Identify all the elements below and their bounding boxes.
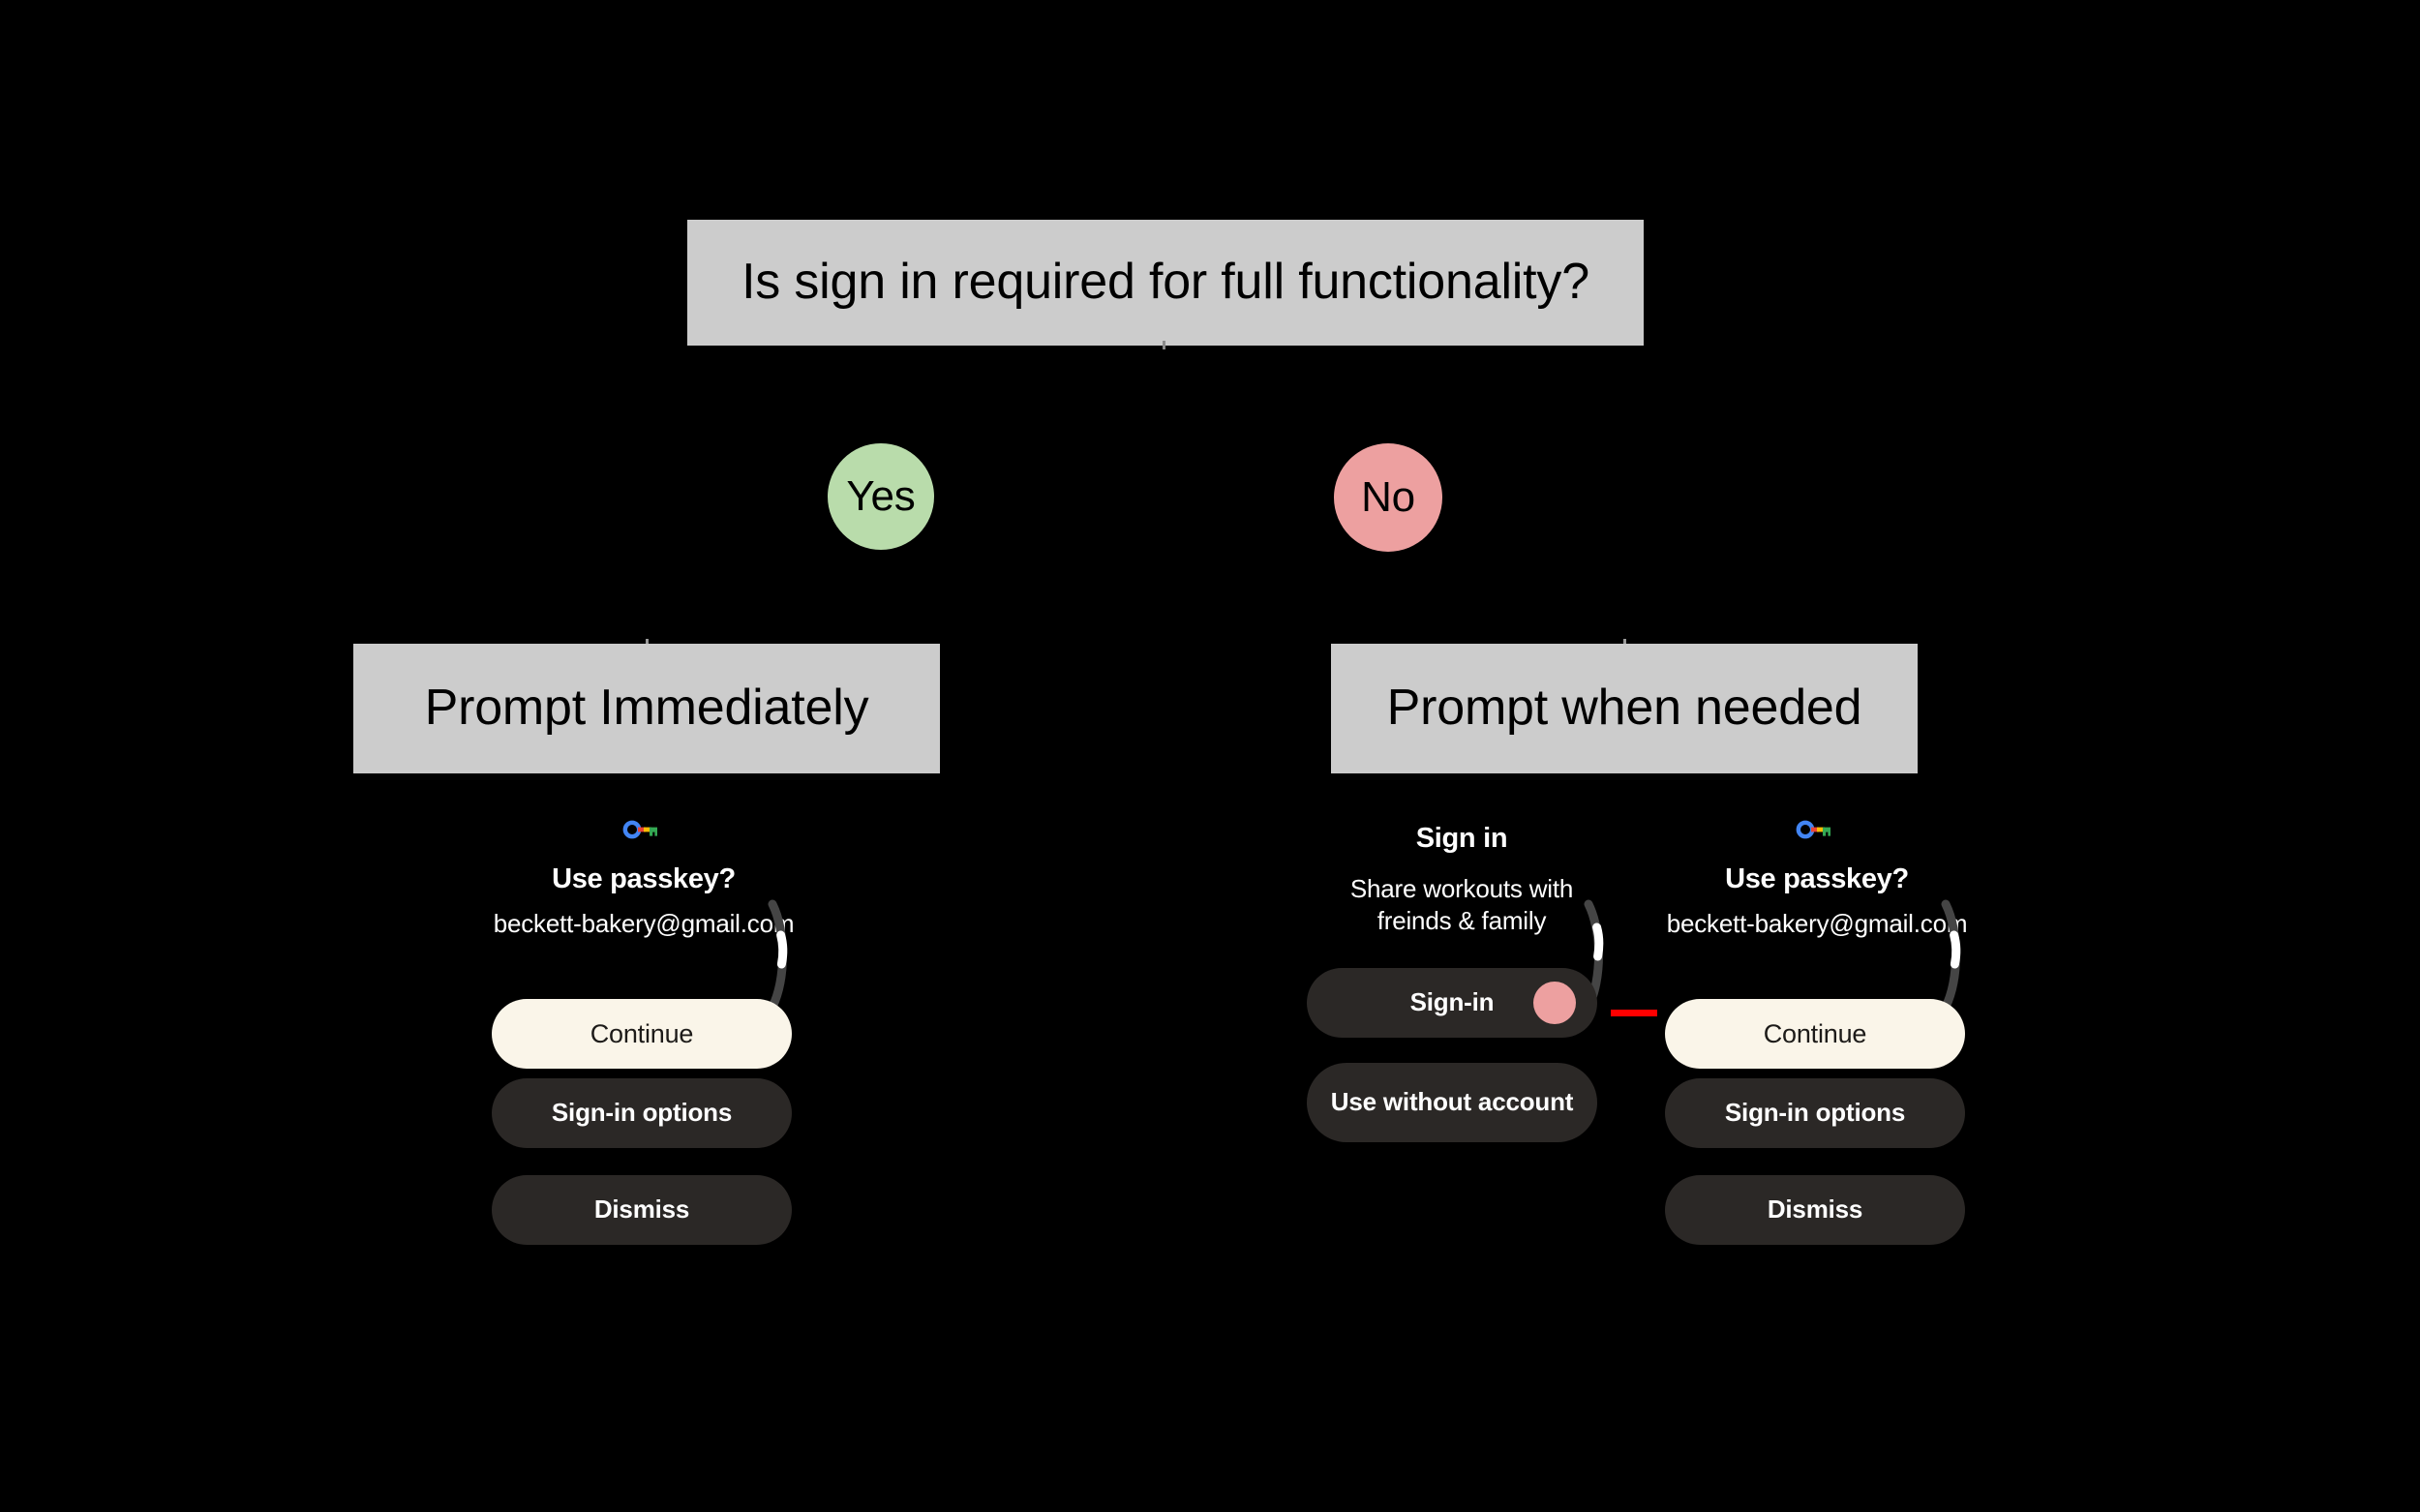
mockup-right-continue-button[interactable]: Continue [1665, 999, 1965, 1069]
mockup-right-account-text: beckett-bakery@gmail.com [1666, 909, 1968, 938]
mockup-mid-signin-label: Sign-in [1409, 987, 1495, 1017]
mockup-right-title: Use passkey? [1657, 863, 1977, 895]
decision-box-root: Is sign in required for full functionali… [687, 220, 1644, 346]
outcome-box-right-label: Prompt when needed [1386, 680, 1862, 737]
mockup-mid-signin: Sign in Share workouts with freinds & fa… [1307, 813, 1617, 1278]
mockup-left-title-text: Use passkey? [552, 863, 736, 894]
mockup-mid-signin-button[interactable]: Sign-in [1307, 968, 1597, 1038]
mockup-mid-title: Sign in [1307, 823, 1617, 855]
connector-root-to-yes [1163, 341, 1165, 349]
mockup-mid-subtitle-text: Share workouts with freinds & family [1349, 874, 1574, 936]
mockup-right-title-text: Use passkey? [1725, 863, 1909, 894]
google-passkey-icon [622, 817, 659, 842]
signin-status-dot [1533, 982, 1576, 1024]
mockup-left-signin-options-button[interactable]: Sign-in options [492, 1078, 792, 1148]
mockup-left-continue-label: Continue [590, 1018, 694, 1048]
mockup-right-signin-options-label: Sign-in options [1724, 1098, 1906, 1128]
branch-node-yes: Yes [828, 443, 934, 550]
mockup-left-dismiss-button[interactable]: Dismiss [492, 1175, 792, 1245]
mockup-left-passkey: Use passkey? beckett-bakery@gmail.com Co… [484, 813, 803, 1278]
mockup-left-title: Use passkey? [484, 863, 803, 895]
mockup-left-account: beckett-bakery@gmail.com [484, 908, 803, 940]
mockup-right-dismiss-button[interactable]: Dismiss [1665, 1175, 1965, 1245]
decision-box-root-label: Is sign in required for full functionali… [741, 254, 1589, 311]
branch-node-no-label: No [1361, 473, 1415, 521]
scrollbar-left[interactable] [765, 898, 798, 1013]
mockup-left-signin-options-label: Sign-in options [551, 1098, 733, 1128]
outcome-box-prompt-immediately: Prompt Immediately [353, 644, 940, 773]
outcome-box-left-label: Prompt Immediately [424, 680, 869, 737]
flow-arrow-line [1611, 1010, 1677, 1016]
mockup-right-continue-label: Continue [1763, 1018, 1867, 1048]
mockup-right-signin-options-button[interactable]: Sign-in options [1665, 1078, 1965, 1148]
outcome-box-prompt-when-needed: Prompt when needed [1331, 644, 1918, 773]
mockup-left-dismiss-label: Dismiss [593, 1194, 690, 1225]
mockup-right-dismiss-label: Dismiss [1767, 1194, 1863, 1225]
mockup-left-continue-button[interactable]: Continue [492, 999, 792, 1069]
mockup-right-account: beckett-bakery@gmail.com [1657, 908, 1977, 940]
google-passkey-icon [1796, 817, 1832, 842]
branch-node-no: No [1334, 443, 1442, 552]
mockup-mid-title-text: Sign in [1415, 823, 1508, 854]
mockup-left-account-text: beckett-bakery@gmail.com [493, 909, 795, 938]
mockup-right-passkey: Use passkey? beckett-bakery@gmail.com Co… [1657, 813, 1977, 1278]
branch-node-yes-label: Yes [846, 472, 916, 520]
scrollbar-right[interactable] [1938, 898, 1971, 1013]
mockup-mid-subtitle: Share workouts with freinds & family [1307, 873, 1617, 938]
mockup-mid-use-without-account-button[interactable]: Use without account [1307, 1063, 1597, 1142]
mockup-mid-use-without-account-label: Use without account [1330, 1087, 1574, 1117]
